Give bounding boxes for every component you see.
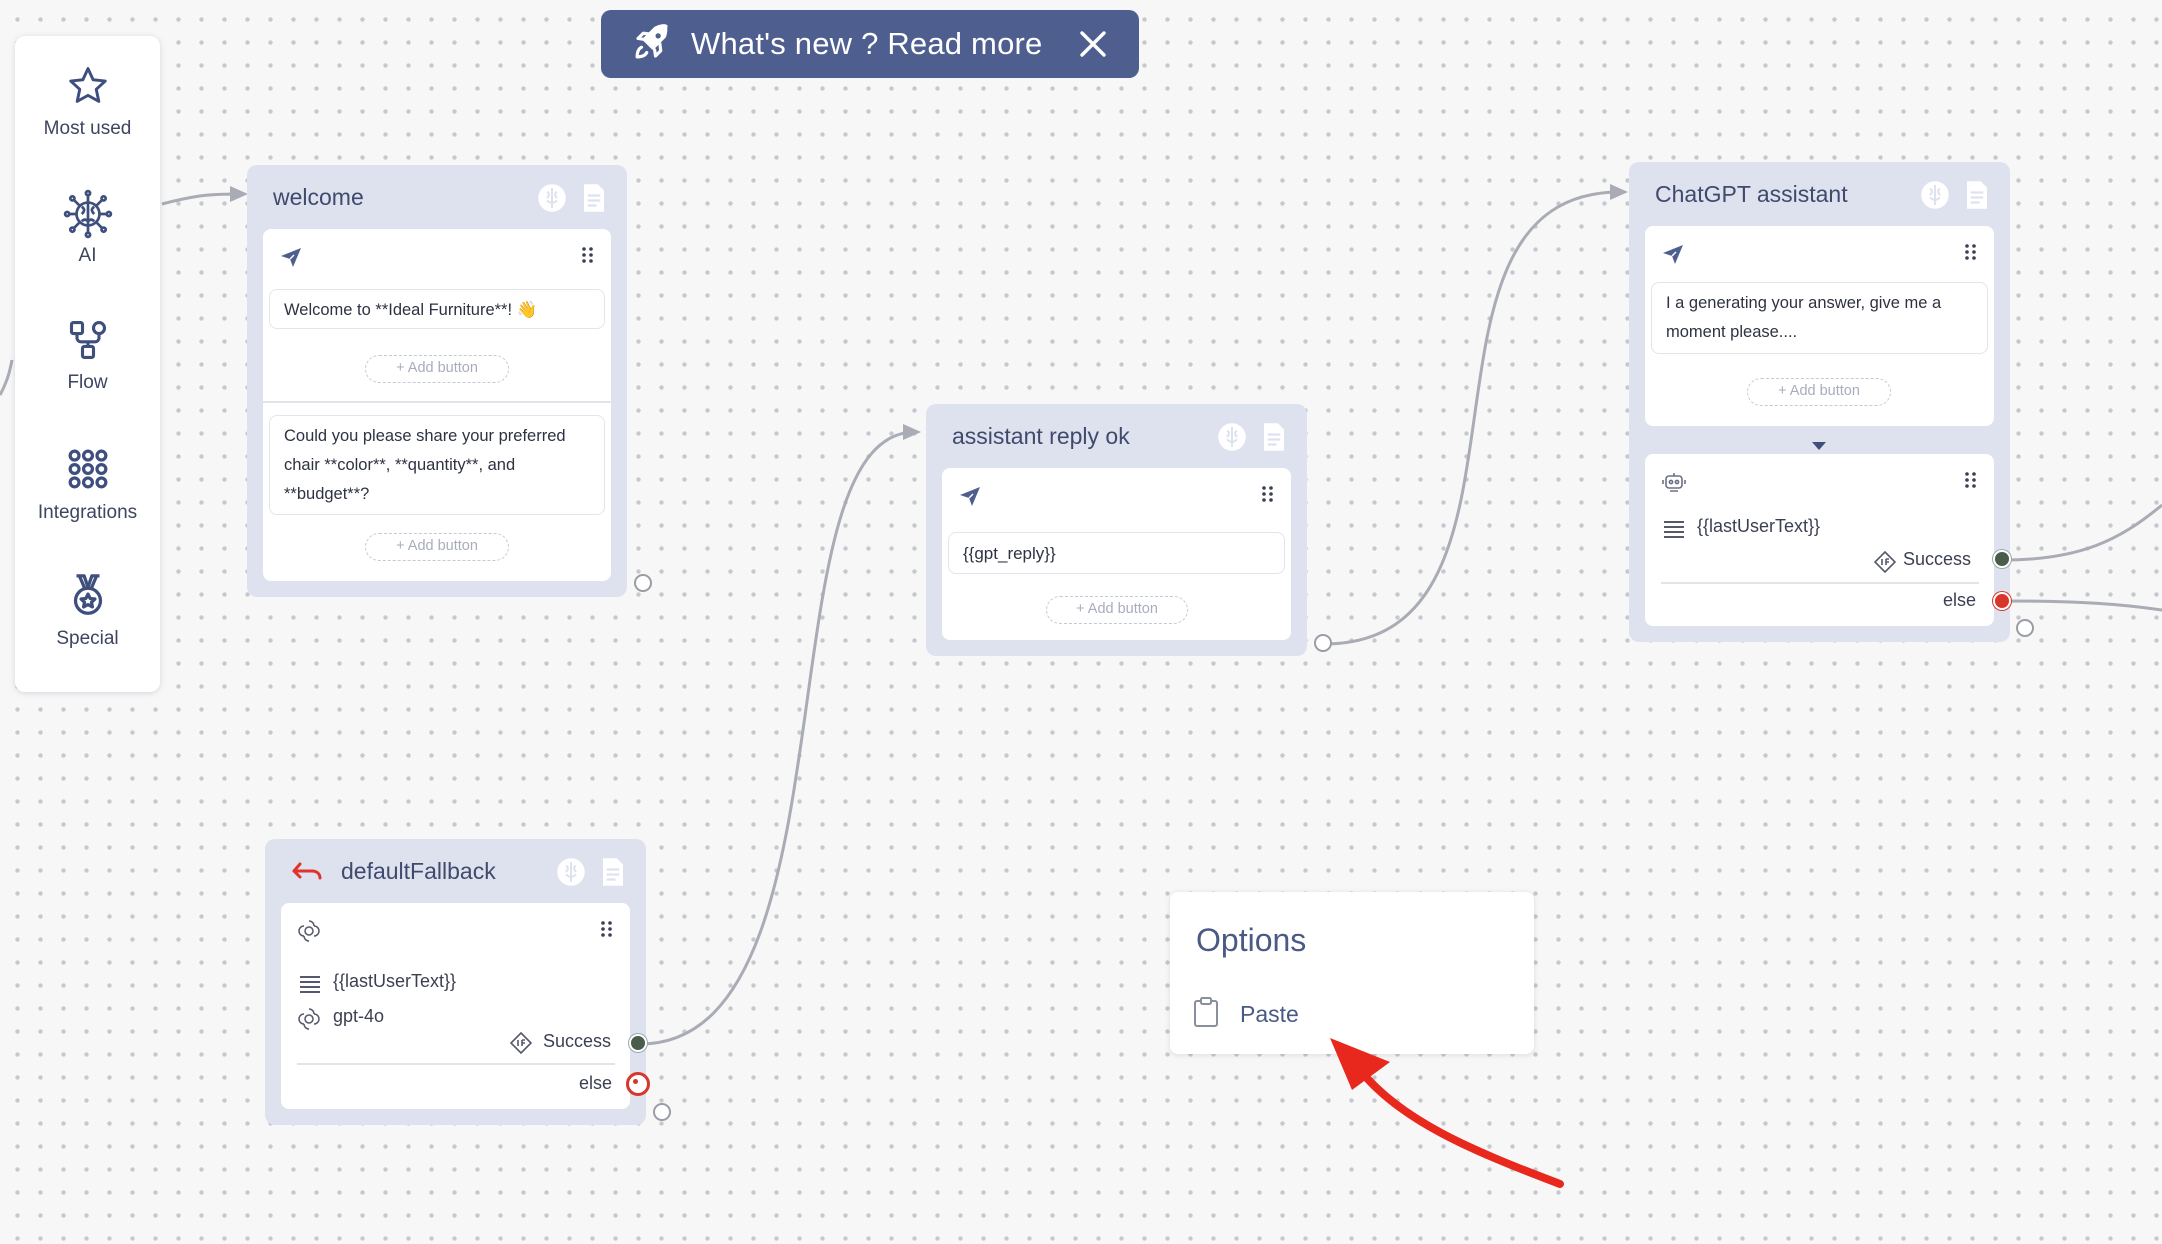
text-lines-icon: [1663, 520, 1685, 543]
connection-assistant-to-chatgpt: [1323, 190, 1621, 646]
toolbar-label: Integrations: [37, 502, 138, 523]
banner-text[interactable]: What's new ? Read more: [691, 26, 1043, 61]
text-lines-icon: [299, 975, 321, 998]
drag-handle-icon[interactable]: [1261, 484, 1275, 509]
message-text[interactable]: Could you please share your preferred ch…: [269, 415, 605, 515]
toolbar-label: AI: [78, 245, 97, 266]
medal-icon: [15, 572, 160, 618]
model-name: gpt-4o: [333, 1006, 385, 1026]
options-title: Options: [1196, 922, 1307, 958]
divider: [263, 401, 611, 403]
send-icon: [279, 245, 303, 274]
add-button[interactable]: + Add button: [1046, 596, 1188, 624]
brain-icon: [15, 189, 160, 239]
message-block[interactable]: {{gpt_reply}} + Add button: [942, 468, 1291, 640]
star-icon: [15, 64, 160, 108]
divider: [1661, 582, 1979, 584]
send-icon: [1661, 242, 1685, 271]
else-port[interactable]: [1993, 592, 2011, 610]
grid-icon: [15, 446, 160, 492]
node-assistant-reply-ok[interactable]: assistant reply ok {{gpt_reply}} + Add b…: [926, 404, 1307, 656]
block-toolbar: Most used AI Flow: [15, 36, 160, 692]
node-title: defaultFallback: [341, 858, 496, 884]
input-variable: {{lastUserText}}: [333, 971, 457, 991]
node-title: assistant reply ok: [952, 423, 1130, 449]
drag-handle-icon[interactable]: [1964, 242, 1978, 267]
node-title: ChatGPT assistant: [1655, 181, 1848, 207]
toolbar-label: Flow: [67, 372, 108, 393]
node-default-fallback[interactable]: defaultFallback {{lastUserText}} gpt-4o …: [265, 839, 646, 1125]
flow-icon: [15, 318, 160, 362]
send-icon: [958, 484, 982, 513]
robot-icon: [1661, 470, 1687, 499]
add-button[interactable]: + Add button: [365, 533, 509, 561]
clipboard-icon: [1192, 996, 1220, 1033]
toolbar-item-ai[interactable]: AI: [15, 189, 160, 299]
toolbar-label: Special: [56, 628, 119, 649]
whats-new-banner[interactable]: What's new ? Read more: [601, 10, 1139, 78]
node-welcome[interactable]: welcome Welcome to **Ideal Furniture**! …: [247, 165, 627, 597]
message-text[interactable]: {{gpt_reply}}: [948, 532, 1285, 574]
output-port[interactable]: [1314, 634, 1332, 652]
success-port[interactable]: [1993, 550, 2011, 568]
rocket-icon: [631, 21, 673, 68]
drag-handle-icon[interactable]: [600, 919, 614, 944]
close-icon[interactable]: [1077, 28, 1109, 60]
output-port[interactable]: [634, 574, 652, 592]
note-icon[interactable]: [1964, 180, 1990, 215]
collapse-caret-icon[interactable]: [1811, 438, 1827, 456]
condition-icon: [1873, 550, 1897, 579]
input-variable: {{lastUserText}}: [1697, 516, 1821, 536]
else-port[interactable]: [626, 1072, 650, 1096]
message-text[interactable]: Welcome to **Ideal Furniture**! 👋: [269, 289, 605, 329]
note-icon[interactable]: [581, 183, 607, 218]
note-icon[interactable]: [600, 857, 626, 892]
else-label: else: [1943, 590, 1977, 610]
connection-fallback-to-assistant: [639, 430, 916, 1046]
note-icon[interactable]: [1261, 422, 1287, 457]
drag-handle-icon[interactable]: [1964, 470, 1978, 495]
toolbar-item-flow[interactable]: Flow: [15, 318, 160, 428]
divider: [297, 1063, 615, 1065]
undo-icon: [291, 861, 323, 888]
success-label: Success: [543, 1031, 612, 1051]
paste-menu-item[interactable]: Paste: [1192, 994, 1299, 1034]
message-block[interactable]: I a generating your answer, give me a mo…: [1645, 226, 1994, 426]
connection-into-welcome: [161, 192, 243, 206]
toolbar-item-special[interactable]: Special: [15, 572, 160, 682]
node-chatgpt-assistant[interactable]: ChatGPT assistant I a generating your an…: [1629, 162, 2010, 642]
add-button[interactable]: + Add button: [1747, 378, 1891, 406]
success-port[interactable]: [629, 1034, 647, 1052]
paste-label[interactable]: Paste: [1240, 1000, 1299, 1027]
success-label: Success: [1903, 549, 1972, 569]
message-block[interactable]: Welcome to **Ideal Furniture**! 👋 + Add …: [263, 229, 611, 581]
ai-brain-icon[interactable]: [1217, 422, 1247, 457]
connection-left-edge: [0, 359, 14, 396]
message-text[interactable]: I a generating your answer, give me a mo…: [1651, 282, 1988, 354]
ai-block[interactable]: {{lastUserText}} Success else: [1645, 454, 1994, 626]
node-title: welcome: [273, 184, 364, 210]
ai-brain-icon[interactable]: [1920, 180, 1950, 215]
output-port[interactable]: [2016, 619, 2034, 637]
toolbar-item-integrations[interactable]: Integrations: [15, 446, 160, 556]
add-button[interactable]: + Add button: [365, 355, 509, 383]
openai-icon: [297, 1007, 321, 1036]
toolbar-item-most-used[interactable]: Most used: [15, 64, 160, 174]
condition-icon: [509, 1031, 533, 1060]
drag-handle-icon[interactable]: [581, 245, 595, 270]
openai-icon: [297, 919, 321, 948]
connection-chatgpt-else-out: [2003, 599, 2162, 612]
ai-brain-icon[interactable]: [556, 857, 586, 892]
connection-chatgpt-success-out: [2003, 503, 2162, 562]
options-menu: Options Paste: [1170, 892, 1534, 1054]
output-port[interactable]: [653, 1103, 671, 1121]
else-label: else: [579, 1073, 613, 1093]
gpt-block[interactable]: {{lastUserText}} gpt-4o Success else: [281, 903, 630, 1109]
toolbar-label: Most used: [43, 118, 132, 139]
ai-brain-icon[interactable]: [537, 183, 567, 218]
